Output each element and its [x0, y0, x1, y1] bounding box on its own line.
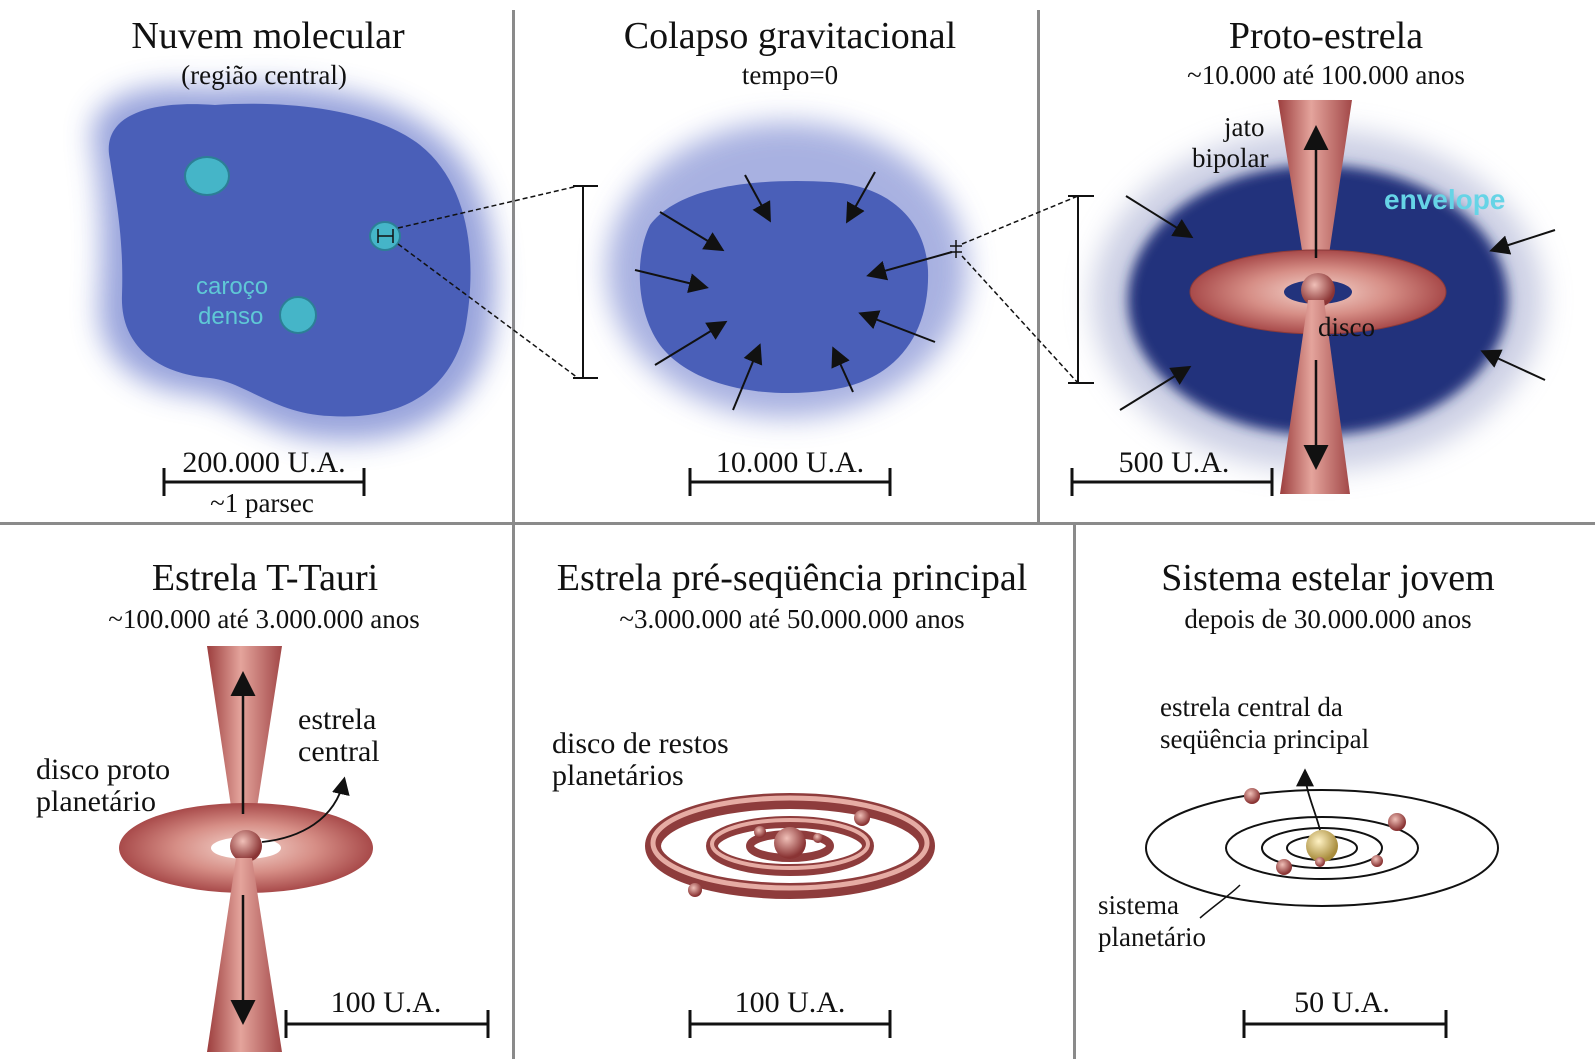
scale-bar-2: [688, 468, 892, 496]
scale-bar-3: [1070, 468, 1274, 496]
panel-6-title: Sistema estelar jovem: [1161, 557, 1495, 599]
star-pointer-6: [1296, 768, 1321, 831]
scale-label-5: 100 U.A.: [734, 986, 846, 1019]
vertical-divider-bottom-2: [1073, 525, 1076, 1059]
panel-2-title: Colapso gravitacional: [623, 15, 957, 57]
panel-3-subtitle: ~10.000 até 100.000 anos: [1187, 60, 1465, 90]
vertical-divider-top-1: [512, 10, 515, 1059]
protoplanetary-disk-label-1: disco proto: [36, 753, 171, 786]
panel-1-title: Nuvem molecular: [131, 15, 405, 57]
debris-rings: [645, 793, 935, 899]
panel-5-title: Estrela pré-seqüência principal: [556, 557, 1028, 599]
scale-bar-1: [162, 468, 366, 496]
panel-4-subtitle: ~100.000 até 3.000.000 anos: [108, 604, 420, 634]
panel-5-subtitle: ~3.000.000 até 50.000.000 anos: [619, 604, 965, 634]
scale-label-4: 100 U.A.: [330, 986, 442, 1019]
panel-3-title: Proto-estrela: [1228, 15, 1424, 57]
planetary-system-label-2: planetário: [1098, 922, 1206, 952]
pms-star: [774, 827, 806, 859]
envelope-inflow-arrows: [1119, 195, 1556, 411]
ttauri-jet-top: [207, 646, 282, 840]
panel-4-title: Estrela T-Tauri: [151, 557, 379, 599]
central-star-label-2: central: [298, 735, 380, 768]
scale-bar-4: [284, 1010, 490, 1038]
zoom-lines-1: [397, 185, 579, 379]
collapsing-core: [607, 122, 967, 418]
scale-label-2: 10.000 U.A.: [715, 446, 865, 479]
main-sequence-star: [1306, 830, 1338, 862]
vertical-divider-top-2: [1037, 10, 1040, 522]
dense-core-1: [184, 156, 230, 196]
envelope-label: envelope: [1384, 184, 1506, 215]
dense-core-label-1: caroço: [196, 273, 269, 300]
ttauri-jet-bottom: [207, 858, 282, 1052]
scale-label-6: 50 U.A.: [1294, 986, 1390, 1019]
ttauri-star: [230, 830, 262, 862]
scale-sublabel-1: ~1 parsec: [210, 488, 314, 518]
scale-bar-5: [688, 1010, 892, 1038]
protostar-core: [1301, 273, 1335, 307]
ms-star-label-2: seqüência principal: [1160, 724, 1370, 754]
envelope-bracket: [1068, 195, 1094, 384]
molecular-cloud: [92, 85, 496, 441]
dense-core-3: [369, 221, 401, 251]
star-pointer-4: [261, 776, 350, 843]
dense-core-label-2: denso: [198, 303, 264, 330]
system-pointer-6: [1199, 884, 1241, 919]
debris-disk-label-2: planetários: [552, 759, 684, 792]
jet-label-1: jato: [1224, 112, 1265, 142]
planetary-system-label-1: sistema: [1098, 890, 1179, 920]
scale-label-3: 500 U.A.: [1118, 446, 1230, 479]
central-star-label-1: estrela: [298, 703, 377, 736]
ms-star-label-1: estrela central da: [1160, 692, 1343, 722]
panel-6-subtitle: depois de 30.000.000 anos: [1184, 604, 1472, 634]
jet-label-2: bipolar: [1192, 143, 1269, 173]
panel-2-subtitle: tempo=0: [741, 60, 839, 90]
zoom-lines-2: [950, 195, 1079, 384]
planets: [1244, 788, 1406, 875]
horizontal-divider: [0, 522, 1595, 525]
panel-1-subtitle: (região central): [181, 60, 347, 90]
scale-bar-6: [1242, 1010, 1448, 1038]
inflow-arrows: [634, 171, 953, 411]
disk-label: disco: [1318, 312, 1375, 342]
collapse-bracket: [573, 185, 598, 379]
dense-core-2: [279, 296, 317, 334]
protoplanetary-disk-label-2: planetário: [36, 785, 156, 818]
debris-disk-label-1: disco de restos: [552, 727, 729, 760]
scale-label-1: 200.000 U.A.: [182, 446, 346, 479]
pms-planetesimals: [688, 810, 870, 897]
